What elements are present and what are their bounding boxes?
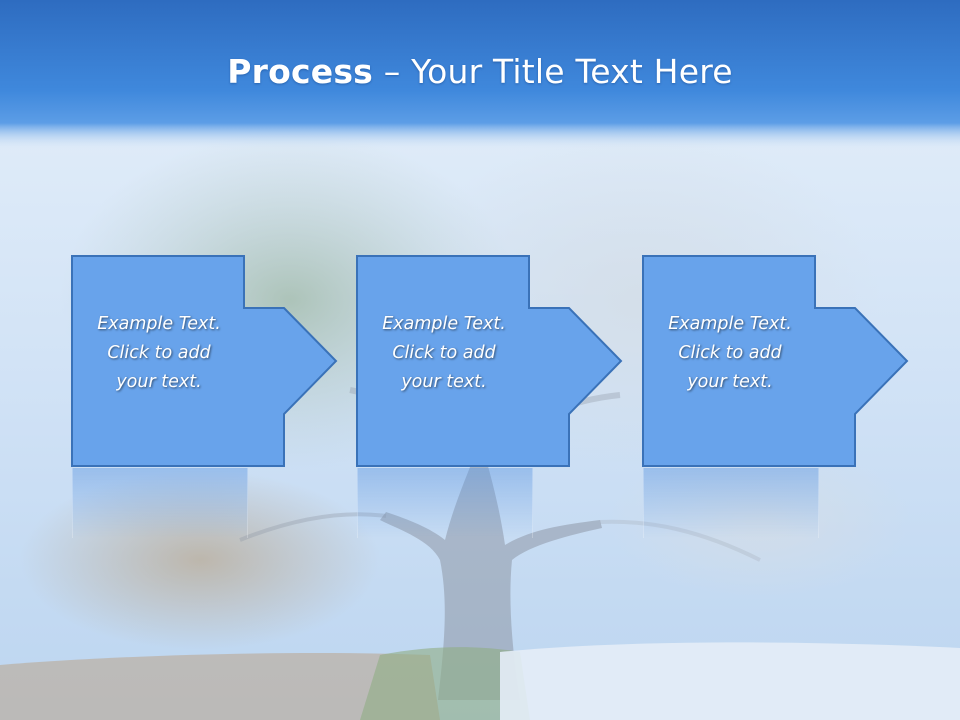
step-2-reflection [357, 468, 533, 538]
step-text[interactable]: Example Text. Click to add your text. [668, 314, 792, 392]
page-title: Process – Your Title Text Here [0, 52, 960, 91]
step-text[interactable]: Example Text. Click to add your text. [382, 314, 506, 392]
process-step-3[interactable]: Example Text. Click to add your text. [642, 255, 960, 467]
step-3-reflection [643, 468, 819, 538]
tree-trunk [380, 440, 602, 700]
title-rest-part: – Your Title Text Here [373, 52, 733, 91]
step-arrow-shape [71, 255, 338, 467]
ground-autumn [0, 653, 440, 720]
step-arrow-shape [642, 255, 909, 467]
step-1-reflection [72, 468, 248, 538]
step-arrow-shape [356, 255, 623, 467]
process-step-2[interactable]: Example Text. Click to add your text. [356, 255, 693, 467]
title-bar [0, 0, 960, 150]
step-text[interactable]: Example Text. Click to add your text. [97, 314, 221, 392]
title-bold-part: Process [227, 52, 374, 91]
ground-snow [500, 642, 960, 720]
ground-grass [360, 647, 530, 720]
process-step-1[interactable]: Example Text. Click to add your text. [71, 255, 408, 467]
tree-canopy-autumn [20, 470, 380, 650]
